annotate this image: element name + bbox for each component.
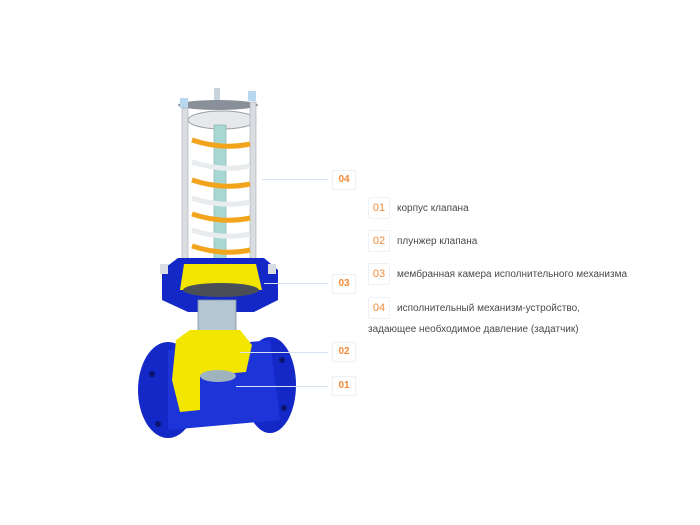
callout-01: 01 xyxy=(332,376,356,396)
top-plate xyxy=(178,88,258,130)
legend-item-01: 01 корпус клапана xyxy=(368,197,668,219)
legend: 01 корпус клапана 02 плунжер клапана 03 … xyxy=(368,197,668,348)
callout-04: 04 xyxy=(332,170,356,190)
legend-item-04: 04 исполнительный механизм-устройство, з… xyxy=(368,297,668,335)
legend-text: корпус клапана xyxy=(397,202,469,214)
leader-04 xyxy=(262,179,328,180)
leader-02 xyxy=(240,352,328,353)
legend-number: 04 xyxy=(368,297,390,319)
callout-02: 02 xyxy=(332,342,356,362)
legend-text: исполнительный механизм-устройство, xyxy=(397,302,580,314)
guide-rod-right xyxy=(249,101,257,267)
valve-body xyxy=(138,330,296,438)
leader-01 xyxy=(236,386,328,387)
legend-text: плунжер клапана xyxy=(397,235,478,247)
spring xyxy=(191,137,251,255)
legend-number: 01 xyxy=(368,197,390,219)
callout-03: 03 xyxy=(332,274,356,294)
legend-item-02: 02 плунжер клапана xyxy=(368,230,668,252)
leader-03 xyxy=(264,283,328,284)
membrane-chamber xyxy=(160,258,278,312)
legend-item-03: 03 мембранная камера исполнительного мех… xyxy=(368,263,668,285)
legend-number: 02 xyxy=(368,230,390,252)
legend-text: мембранная камера исполнительного механи… xyxy=(397,268,628,280)
guide-rod-left xyxy=(181,107,189,267)
legend-text-continuation: задающее необходимое давление (задатчик) xyxy=(368,324,579,335)
legend-number: 03 xyxy=(368,263,390,285)
